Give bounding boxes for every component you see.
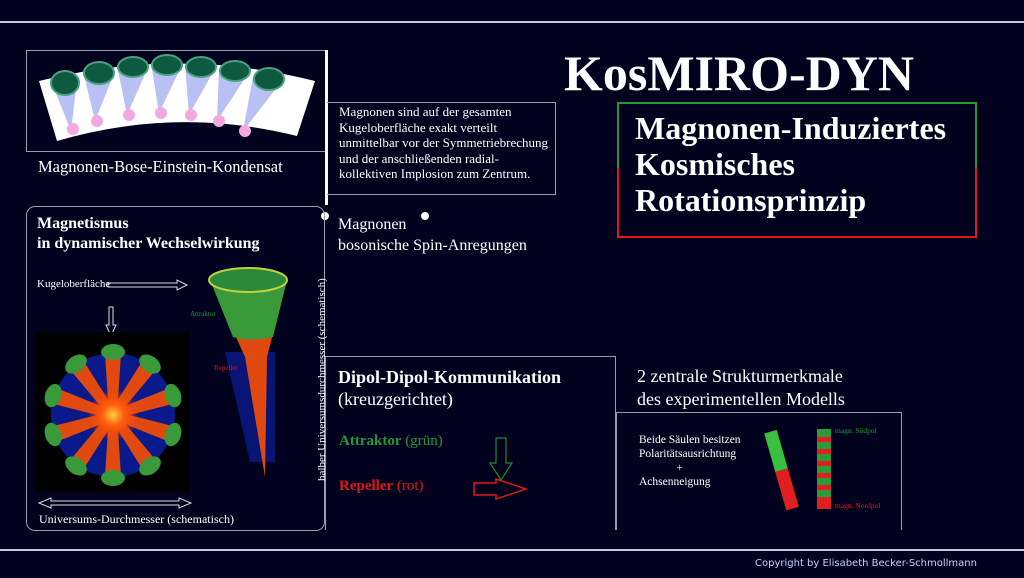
magnon-cones-illustration <box>39 54 315 141</box>
sphere-surface-label: Kugeloberfläche <box>37 278 111 290</box>
subtitle-box-green-left <box>617 102 619 168</box>
features-plus: + <box>676 462 684 474</box>
arrow-right-icon <box>473 477 529 501</box>
white-separator-bar <box>325 50 328 205</box>
subtitle-line-2: Kosmisches <box>635 146 795 182</box>
dipole-panel: Dipol-Dipol-Kommunikation (kreuzgerichte… <box>325 356 616 530</box>
attractor-label: Attraktor <box>190 310 216 318</box>
features-line-1: Beide Säulen besitzen <box>639 434 741 446</box>
features-line-3: Achsenneigung <box>639 476 711 488</box>
universe-diagram <box>35 332 190 492</box>
dipole-heading: Dipol-Dipol-Kommunikation <box>338 367 562 387</box>
dipole-repeller-note: (rot) <box>396 478 424 494</box>
features-heading-1: 2 zentrale Strukturmerkmale <box>637 366 843 386</box>
bullet-dot <box>321 212 329 220</box>
dipole-attractor: Attraktor <box>339 433 402 449</box>
dipole-subheading: (kreuzgerichtet) <box>338 389 453 409</box>
bullet-dot <box>421 212 429 220</box>
subtitle-line-3: Rotationsprinzip <box>635 182 867 218</box>
main-title: KosMIRO-DYN <box>564 45 914 101</box>
top-divider <box>0 21 1024 23</box>
tilted-column-icon <box>764 429 799 511</box>
features-panel: Beide Säulen besitzen Polaritätsausricht… <box>616 412 902 530</box>
subtitle-box-green-right <box>975 102 977 168</box>
striped-column-icon <box>817 429 831 509</box>
bec-image-frame <box>26 50 328 152</box>
magnetism-panel: Magnetismus in dynamischer Wechselwirkun… <box>26 206 328 531</box>
diameter-label: Universums-Durchmesser (schematisch) <box>39 512 234 526</box>
magnetism-heading-2: in dynamischer Wechselwirkung <box>37 235 260 252</box>
subtitle-box: Magnonen-Induziertes Kosmisches Rotation… <box>617 102 977 238</box>
subtitle-line-1: Magnonen-Induziertes <box>635 110 947 146</box>
repeller-label: Repeller <box>214 364 238 372</box>
arrow-down-icon <box>488 437 514 482</box>
south-pole-label: magn. Südpol <box>835 426 877 435</box>
bottom-divider <box>0 549 1024 551</box>
north-pole-label: magn. Nordpol <box>835 501 881 510</box>
magnetism-heading-1: Magnetismus <box>37 215 129 232</box>
magnons-description: bosonische Spin-Anregungen <box>338 237 527 254</box>
bec-caption: Magnonen-Bose-Einstein-Kondensat <box>38 157 283 176</box>
bec-description: Magnonen sind auf der gesamten Kugelober… <box>327 102 556 195</box>
magnons-label: Magnonen <box>338 216 407 233</box>
copyright: Copyright by Elisabeth Becker-Schmollman… <box>755 558 977 569</box>
features-heading-2: des experimentellen Modells <box>637 389 845 409</box>
dipole-attractor-note: (grün) <box>405 433 443 449</box>
features-line-2: Polaritätsausrichtung <box>639 448 737 460</box>
funnel-diagram <box>208 267 288 477</box>
arrows-icon <box>37 279 193 509</box>
dipole-repeller: Repeller <box>339 478 394 494</box>
